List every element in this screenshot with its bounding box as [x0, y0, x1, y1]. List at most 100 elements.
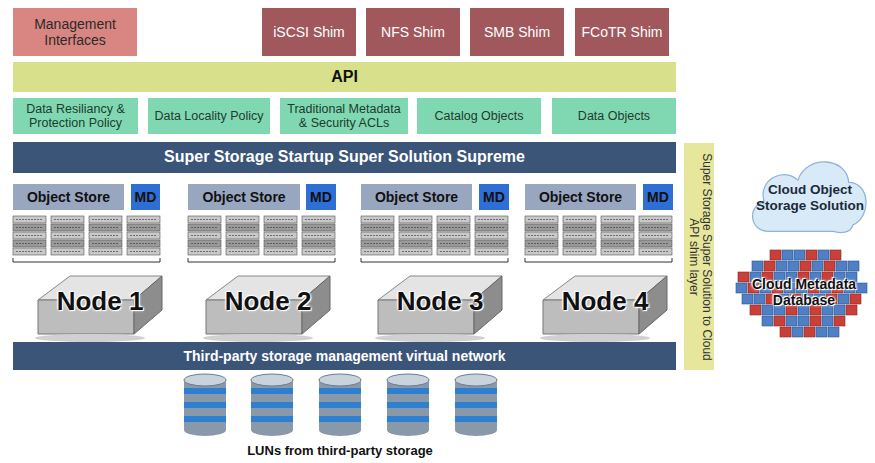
cube: [806, 250, 817, 260]
disk-detail: [191, 243, 218, 244]
disk-slab: [127, 224, 160, 231]
disk-detail: [267, 227, 294, 228]
cylinder-band: [455, 388, 497, 394]
disk-group: [525, 216, 672, 262]
disk-detail: [528, 251, 555, 252]
disk-slab: [437, 224, 470, 231]
side-box: Super Storage Super Solution to Cloud AP…: [684, 143, 714, 370]
md-box: MD: [479, 184, 509, 210]
disk-detail: [54, 251, 81, 252]
cloud-text: Cloud Object Storage Solution: [751, 182, 869, 213]
cylinder-body: [251, 380, 293, 430]
cube: [752, 261, 763, 271]
cube: [770, 250, 781, 260]
pol-box: Traditional Metadata & Security ACLs: [280, 98, 408, 134]
disk-slab: [563, 240, 596, 247]
obj-box: Object Store: [188, 184, 300, 210]
shim-text: NFS Shim: [381, 24, 445, 40]
md-text: MD: [647, 189, 669, 205]
disk-detail: [130, 235, 157, 236]
disk-detail: [566, 243, 593, 244]
disk-slab: [51, 224, 84, 231]
disk-slab: [601, 216, 634, 223]
pol-text: Data Objects: [578, 109, 650, 123]
disk-slab: [563, 216, 596, 223]
disk-detail: [130, 227, 157, 228]
cube: [736, 283, 747, 293]
disk-detail: [229, 243, 256, 244]
cylinder-bottom: [387, 424, 429, 436]
disk-slab: [525, 224, 558, 231]
disk-detail: [528, 243, 555, 244]
pol-box: Catalog Objects: [417, 98, 541, 134]
disk-detail: [305, 227, 332, 228]
obj-text: Object Store: [202, 189, 285, 205]
disk-slab: [127, 248, 160, 255]
disk-slab: [302, 224, 335, 231]
cube: [780, 327, 791, 337]
cylinder-band: [251, 388, 293, 394]
disk-slab: [302, 248, 335, 255]
cylinder-band: [387, 402, 429, 408]
mgmt-text: Management Interfaces: [17, 16, 133, 48]
cube: [824, 261, 835, 271]
disk-slab: [475, 216, 508, 223]
disk-slab: [51, 240, 84, 247]
disk-slab: [51, 248, 84, 255]
disk-slab: [361, 216, 394, 223]
srv-box: Node 4: [543, 284, 667, 320]
md-box: MD: [643, 184, 673, 210]
pol-box: Data Objects: [552, 98, 676, 134]
srv-text: Node 1: [57, 287, 144, 317]
server-figure: [35, 276, 162, 342]
cylinder-bottom: [184, 424, 226, 436]
disk-slab: [437, 240, 470, 247]
disk-slab: [525, 240, 558, 247]
disk-detail: [229, 227, 256, 228]
shim-box: iSCSI Shim: [262, 8, 356, 56]
shim-box: SMB Shim: [470, 8, 564, 56]
disk-detail: [364, 219, 391, 220]
server-shadow: [375, 334, 485, 342]
disk-slab: [51, 216, 84, 223]
disk-detail: [130, 219, 157, 220]
mgmt-box: Management Interfaces: [13, 8, 137, 56]
disk-detail: [267, 251, 294, 252]
disk-detail: [478, 243, 505, 244]
disk-slab: [601, 224, 634, 231]
server-shadow: [540, 334, 650, 342]
database-cylinder: [184, 374, 226, 436]
disk-detail: [604, 235, 631, 236]
cylinder-body: [387, 380, 429, 430]
disk-slab: [475, 240, 508, 247]
disk-detail: [130, 251, 157, 252]
disk-detail: [528, 219, 555, 220]
disk-slab: [399, 232, 432, 239]
disk-detail: [16, 243, 43, 244]
pol-text: Catalog Objects: [435, 109, 524, 123]
disk-detail: [604, 227, 631, 228]
cylinder-band: [319, 388, 361, 394]
cylinder-top: [387, 374, 429, 386]
cylinder-band: [251, 402, 293, 408]
disk-slab: [226, 240, 259, 247]
disk-detail: [305, 235, 332, 236]
cube: [776, 261, 787, 271]
disk-detail: [604, 251, 631, 252]
disk-slab: [188, 232, 221, 239]
cube: [812, 261, 823, 271]
cylinder-band: [455, 416, 497, 422]
disk-detail: [440, 219, 467, 220]
disk-detail: [528, 235, 555, 236]
disk-slab: [639, 224, 672, 231]
disk-detail: [229, 219, 256, 220]
disk-slab: [639, 248, 672, 255]
disk-detail: [267, 235, 294, 236]
disk-slab: [399, 248, 432, 255]
disk-slab: [226, 216, 259, 223]
obj-box: Object Store: [525, 184, 636, 210]
cylinder-top: [455, 374, 497, 386]
disk-detail: [402, 227, 429, 228]
disk-slab: [563, 248, 596, 255]
bracket: [361, 258, 508, 262]
